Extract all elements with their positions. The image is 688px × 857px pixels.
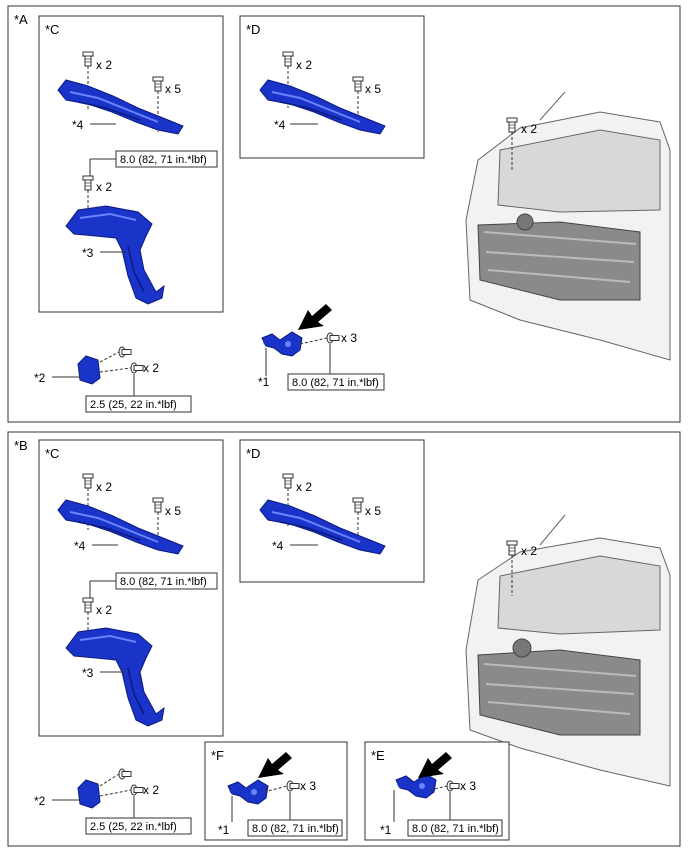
bolt-count: x 3 [300,779,316,793]
part-callout-2: *2 [34,794,46,808]
torque-spec: 8.0 (82, 71 in.*lbf) [412,823,499,835]
panel-a: *A *C x 2 x 5 *4 8.0 (82, 71 in.*lbf) x … [7,5,681,423]
bolt-count: x 2 [296,58,312,72]
part-callout-4: *4 [274,118,286,132]
bolt-count: x 2 [521,122,537,136]
bolt-count: x 2 [96,180,112,194]
part-callout-2: *2 [34,371,46,385]
panel-a-label: *A [14,12,28,27]
sensor-part-1: x 3 *1 8.0 (82, 71 in.*lbf) [258,304,385,391]
torque-spec: 2.5 (25, 22 in.*lbf) [90,399,177,411]
part-callout-1: *1 [258,375,270,389]
part-callout-4: *4 [72,118,84,132]
bracket-part-2: x 2 *2 2.5 (25, 22 in.*lbf) [34,346,192,413]
box-c-label: *C [45,446,59,461]
box-d-label: *D [246,22,260,37]
torque-spec: 2.5 (25, 22 in.*lbf) [90,821,177,833]
box-f-label: *F [211,748,224,763]
panel-a-box-d: *D x 2 x 5 *4 [239,15,425,159]
panel-b-box-c: *C x 2 x 5 *4 8.0 (82, 71 in.*lbf) x 2 *… [38,439,224,737]
vehicle-illustration: x 2 [465,91,671,361]
torque-spec: 8.0 (82, 71 in.*lbf) [120,154,207,166]
panel-b: *B *C x 2 x 5 *4 8.0 (82, 71 in.*lbf) x … [7,431,681,847]
part-callout-3: *3 [82,246,94,260]
panel-b-box-e: *E x 3 *1 8.0 (82, 71 in.*lbf) [364,741,510,841]
bolt-count: x 2 [521,544,537,558]
part-callout-1: *1 [218,823,230,837]
bolt-count: x 2 [143,783,159,797]
bolt-count: x 5 [365,504,381,518]
box-e-label: *E [371,748,385,763]
panel-b-box-f: *F x 3 *1 8.0 (82, 71 in.*lbf) [204,741,348,841]
part-callout-1: *1 [380,823,392,837]
part-callout-4: *4 [272,539,284,553]
bolt-count: x 2 [96,603,112,617]
part-callout-4: *4 [74,539,86,553]
bolt-count: x 2 [96,480,112,494]
bolt-count: x 3 [341,331,357,345]
bolt-count: x 3 [460,779,476,793]
bracket-part-2: x 2 *2 2.5 (25, 22 in.*lbf) [34,768,192,835]
bolt-count: x 5 [365,82,381,96]
torque-spec: 8.0 (82, 71 in.*lbf) [252,823,339,835]
bolt-count: x 2 [96,58,112,72]
bolt-count: x 5 [165,82,181,96]
panel-b-box-d: *D x 2 x 5 *4 [239,439,425,583]
box-d-label: *D [246,446,260,461]
torque-spec: 8.0 (82, 71 in.*lbf) [120,576,207,588]
panel-a-box-c: *C x 2 x 5 *4 8.0 (82, 71 in.*lbf) x 2 *… [38,15,224,313]
box-c-label: *C [45,22,59,37]
part-callout-3: *3 [82,666,94,680]
torque-spec: 8.0 (82, 71 in.*lbf) [292,377,379,389]
bolt-count: x 2 [143,361,159,375]
bolt-count: x 5 [165,504,181,518]
panel-b-label: *B [14,438,28,453]
vehicle-illustration: x 2 [465,514,671,787]
bolt-count: x 2 [296,480,312,494]
